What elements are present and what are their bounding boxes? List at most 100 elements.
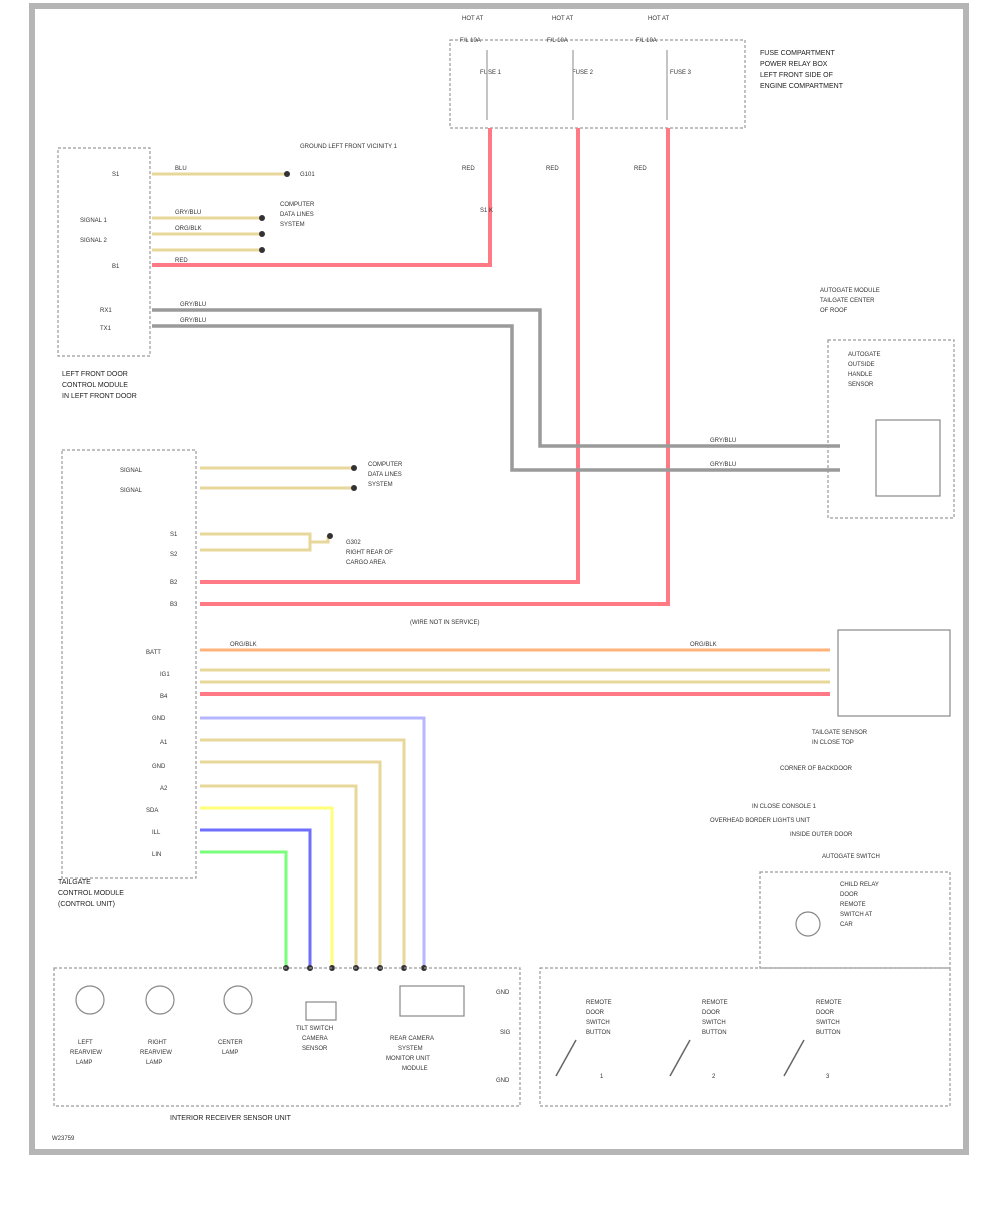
svg-text:IG1: IG1 bbox=[160, 672, 170, 678]
svg-text:CHILD RELAY: CHILD RELAY bbox=[840, 882, 879, 888]
svg-text:TAILGATE SENSOR: TAILGATE SENSOR bbox=[812, 730, 868, 736]
svg-text:2: 2 bbox=[712, 1074, 716, 1080]
svg-text:SWITCH AT: SWITCH AT bbox=[840, 912, 873, 918]
svg-text:REMOTE: REMOTE bbox=[816, 1000, 842, 1006]
left-module-caption-2: CONTROL MODULE bbox=[62, 382, 128, 389]
lamp-left: LEFT REARVIEW LAMP bbox=[70, 985, 105, 1066]
svg-text:CAMERA: CAMERA bbox=[302, 1036, 328, 1042]
lamp-center: CENTER LAMP bbox=[218, 985, 253, 1056]
svg-text:SYSTEM: SYSTEM bbox=[398, 1046, 423, 1052]
svg-text:AUTOGATE: AUTOGATE bbox=[848, 352, 880, 358]
svg-text:MODULE: MODULE bbox=[402, 1066, 428, 1072]
svg-text:INSIDE OUTER DOOR: INSIDE OUTER DOOR bbox=[790, 832, 853, 838]
pin-label: GND bbox=[496, 1078, 510, 1084]
svg-text:LIN: LIN bbox=[152, 852, 161, 858]
svg-text:B2: B2 bbox=[170, 580, 178, 586]
svg-text:IN CLOSE CONSOLE 1: IN CLOSE CONSOLE 1 bbox=[752, 804, 817, 810]
svg-text:FUSE 3: FUSE 3 bbox=[670, 70, 692, 76]
svg-text:B3: B3 bbox=[170, 602, 178, 608]
svg-text:F/L 10A: F/L 10A bbox=[547, 38, 568, 44]
svg-text:GND: GND bbox=[152, 764, 166, 770]
svg-text:F/L 10A: F/L 10A bbox=[460, 38, 481, 44]
wire-label: GRY/BLU bbox=[175, 210, 201, 216]
comp-mid-3: SYSTEM bbox=[368, 482, 393, 488]
wire-label: GRY/BLU bbox=[710, 462, 736, 468]
svg-text:B4: B4 bbox=[160, 694, 168, 700]
svg-text:BUTTON: BUTTON bbox=[702, 1030, 727, 1036]
junction-point bbox=[351, 465, 357, 471]
svg-text:HOT AT: HOT AT bbox=[462, 16, 483, 22]
relay-icon bbox=[795, 911, 821, 937]
junction-point bbox=[259, 247, 265, 253]
mid-module-caption-1: TAILGATE bbox=[58, 879, 91, 886]
rear-title: IN CLOSE CONSOLE 1 OVERHEAD BORDER LIGHT… bbox=[710, 804, 880, 860]
svg-text:DOOR: DOOR bbox=[586, 1010, 605, 1016]
svg-text:BATT: BATT bbox=[146, 650, 161, 656]
fuse-2: HOT AT F/L 10A FUSE 2 bbox=[547, 16, 594, 120]
svg-text:LAMP: LAMP bbox=[76, 1060, 92, 1066]
svg-text:CAR: CAR bbox=[840, 922, 853, 928]
svg-text:OVERHEAD BORDER LIGHTS UNIT: OVERHEAD BORDER LIGHTS UNIT bbox=[710, 818, 810, 824]
junction-point bbox=[259, 215, 265, 221]
svg-text:3: 3 bbox=[826, 1074, 830, 1080]
svg-text:REARVIEW: REARVIEW bbox=[140, 1050, 172, 1056]
wire-label: GRY/BLU bbox=[180, 302, 206, 308]
tailgate-sensor: TAILGATE SENSOR IN CLOSE TOP CORNER OF B… bbox=[780, 629, 951, 772]
ground-point bbox=[284, 171, 290, 177]
pin-label: SIG bbox=[500, 1030, 511, 1036]
ground-top-label-2: G101 bbox=[300, 172, 315, 178]
switch-2: REMOTE DOOR SWITCH BUTTON 2 bbox=[669, 1000, 728, 1080]
comp-left-1: COMPUTER bbox=[280, 202, 315, 208]
svg-text:SIGNAL: SIGNAL bbox=[120, 488, 143, 494]
fuse-box-title-2: POWER RELAY BOX bbox=[760, 61, 828, 68]
junction-point bbox=[259, 231, 265, 237]
svg-text:DOOR: DOOR bbox=[840, 892, 859, 898]
svg-text:S2: S2 bbox=[170, 552, 178, 558]
fuse-box-title-4: ENGINE COMPARTMENT bbox=[760, 83, 844, 90]
svg-text:TILT SWITCH: TILT SWITCH bbox=[296, 1026, 333, 1032]
bottom-wires bbox=[200, 716, 426, 966]
diagram-frame bbox=[29, 3, 969, 1155]
svg-text:FUSE 2: FUSE 2 bbox=[572, 70, 594, 76]
sensor-wires bbox=[200, 648, 830, 684]
autogate-sensor: AUTOGATE MODULE TAILGATE CENTER OF ROOF … bbox=[820, 288, 955, 519]
wire-label: ORG/BLK bbox=[690, 642, 717, 648]
fuse-1: HOT AT F/L 10A FUSE 1 bbox=[460, 16, 502, 120]
svg-text:AUTOGATE MODULE: AUTOGATE MODULE bbox=[820, 288, 880, 294]
svg-text:B1: B1 bbox=[112, 264, 120, 270]
wire-note: (WIRE NOT IN SERVICE) bbox=[410, 620, 479, 626]
svg-text:SWITCH: SWITCH bbox=[702, 1020, 726, 1026]
switch-3: REMOTE DOOR SWITCH BUTTON 3 bbox=[783, 1000, 842, 1080]
svg-text:REAR CAMERA: REAR CAMERA bbox=[390, 1036, 434, 1042]
ground-mid-2: RIGHT REAR OF bbox=[346, 550, 393, 556]
comp-left-2: DATA LINES bbox=[280, 212, 314, 218]
ground-mid-3: CARGO AREA bbox=[346, 560, 386, 566]
wire-label: RED bbox=[175, 258, 188, 264]
left-module-caption-3: IN LEFT FRONT DOOR bbox=[62, 393, 137, 400]
svg-text:LAMP: LAMP bbox=[146, 1060, 162, 1066]
fuse-box-title-1: FUSE COMPARTMENT bbox=[760, 50, 836, 57]
red-wires bbox=[152, 128, 830, 696]
svg-text:REMOTE: REMOTE bbox=[840, 902, 866, 908]
svg-text:RX1: RX1 bbox=[100, 308, 112, 314]
gray-wires bbox=[152, 308, 840, 472]
svg-text:IN CLOSE TOP: IN CLOSE TOP bbox=[812, 740, 854, 746]
svg-text:F/L 10A: F/L 10A bbox=[636, 38, 657, 44]
interior-unit-title: INTERIOR RECEIVER SENSOR UNIT bbox=[170, 1115, 292, 1122]
fuse-box-title-3: LEFT FRONT SIDE OF bbox=[760, 72, 833, 79]
svg-text:SENSOR: SENSOR bbox=[302, 1046, 328, 1052]
svg-text:1: 1 bbox=[600, 1074, 604, 1080]
svg-text:LEFT: LEFT bbox=[78, 1040, 93, 1046]
mid-module-caption-2: CONTROL MODULE bbox=[58, 890, 124, 897]
svg-text:MONITOR UNIT: MONITOR UNIT bbox=[386, 1056, 430, 1062]
remote-switch-unit: CHILD RELAY DOOR REMOTE SWITCH AT CAR RE… bbox=[539, 871, 951, 1107]
svg-text:HANDLE: HANDLE bbox=[848, 372, 872, 378]
figure-id: W23759 bbox=[52, 1136, 75, 1142]
svg-text:ILL: ILL bbox=[152, 830, 161, 836]
ground-mid-1: G302 bbox=[346, 540, 361, 546]
mid-module-wires bbox=[200, 466, 352, 552]
svg-text:S1: S1 bbox=[112, 172, 120, 178]
lamp-right: RIGHT REARVIEW LAMP bbox=[140, 985, 175, 1066]
svg-text:DOOR: DOOR bbox=[702, 1010, 721, 1016]
